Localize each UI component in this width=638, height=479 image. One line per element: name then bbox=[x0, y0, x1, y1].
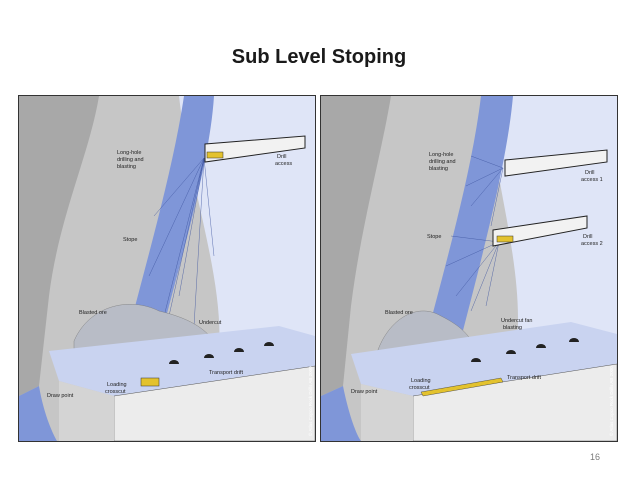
drift-openings bbox=[169, 342, 274, 364]
label-drilling-2: drilling and bbox=[117, 157, 144, 163]
label-undercut: Undercut bbox=[199, 320, 222, 326]
loader bbox=[140, 377, 160, 387]
drill-access-1-tunnel bbox=[504, 149, 608, 177]
label-loading-2: crosscut bbox=[409, 385, 430, 391]
right-diagram-panel: Long-hole drilling and blasting Drill ac… bbox=[320, 95, 618, 442]
label-drilling-3: blasting bbox=[117, 164, 136, 170]
drill-rig bbox=[206, 151, 224, 159]
drill-access-2-tunnel bbox=[492, 215, 588, 247]
label-drill-access-1-a: Drill bbox=[585, 170, 594, 176]
copyright: © Atlas Copco Rock Drills AB 2000 bbox=[307, 366, 313, 436]
conveyor bbox=[420, 377, 504, 397]
page-number: 16 bbox=[590, 452, 601, 462]
label-transport-drift: Transport drift bbox=[209, 370, 244, 376]
rock-wall-shadow bbox=[19, 96, 99, 396]
copyright: © Atlas Copco Rock Drills AB 2000 bbox=[608, 366, 614, 436]
label-drilling-1: Long-hole bbox=[429, 152, 453, 158]
ore-body-lower bbox=[321, 386, 361, 441]
drill-rig bbox=[496, 235, 514, 243]
label-loading-1: Loading bbox=[107, 382, 127, 388]
label-stope: Stope bbox=[427, 234, 441, 240]
label-drill-access-1-b: access 1 bbox=[581, 177, 603, 183]
slide-title: Sub Level Stoping bbox=[231, 46, 407, 68]
right-diagram: Long-hole drilling and blasting Drill ac… bbox=[321, 96, 617, 441]
rock-wall-shadow bbox=[321, 96, 391, 396]
label-drill-access-2: access bbox=[275, 161, 292, 167]
label-blasted-ore: Blasted ore bbox=[385, 310, 413, 316]
undercut-level bbox=[351, 322, 617, 396]
label-draw-point: Draw point bbox=[351, 389, 378, 395]
drift-openings bbox=[471, 338, 579, 362]
label-undercut-fan-2: blasting bbox=[503, 325, 522, 331]
label-drill-access-1: Drill bbox=[277, 154, 286, 160]
base-block-side bbox=[59, 381, 114, 441]
drill-access-tunnel bbox=[204, 135, 306, 163]
label-drill-access-2-a: Drill bbox=[583, 234, 592, 240]
drill-fan-upper bbox=[465, 155, 504, 227]
label-drilling-3: blasting bbox=[429, 166, 448, 172]
label-loading-1: Loading bbox=[411, 378, 431, 384]
label-loading-2: crosscut bbox=[105, 389, 126, 395]
drill-fan bbox=[148, 157, 215, 337]
label-blasted-ore: Blasted ore bbox=[79, 310, 107, 316]
label-undercut-fan-1: Undercut fan bbox=[501, 318, 533, 324]
label-drilling-2: drilling and bbox=[429, 159, 456, 165]
drill-fan-lower bbox=[445, 235, 500, 312]
label-stope: Stope bbox=[123, 237, 137, 243]
label-draw-point: Draw point bbox=[47, 393, 74, 399]
label-drilling-1: Long-hole bbox=[117, 150, 141, 156]
left-diagram: Long-hole drilling and blasting Drill ac… bbox=[19, 96, 315, 441]
label-drill-access-2-b: access 2 bbox=[581, 241, 603, 247]
left-diagram-panel: Long-hole drilling and blasting Drill ac… bbox=[18, 95, 316, 442]
ore-body-lower bbox=[19, 386, 57, 441]
label-transport-drift: Transport drift bbox=[507, 375, 542, 381]
base-block-side bbox=[361, 384, 413, 441]
undercut-level bbox=[49, 326, 315, 396]
